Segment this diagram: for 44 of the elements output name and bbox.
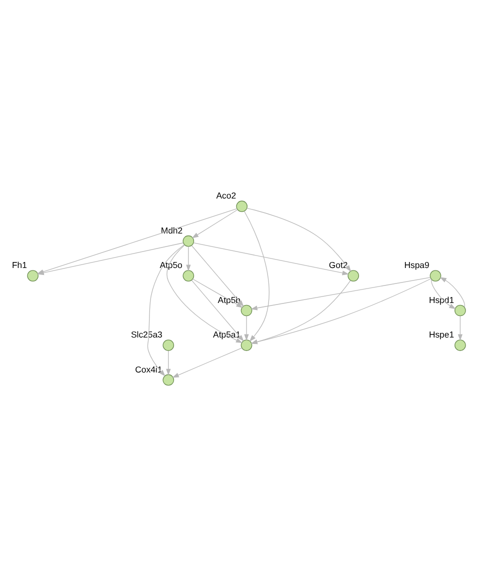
node-circle <box>27 270 38 281</box>
arrow <box>186 246 191 271</box>
node-circle <box>348 270 360 281</box>
node-label: Fh1 <box>12 260 27 270</box>
arrow <box>246 207 352 272</box>
arrow <box>250 278 432 344</box>
arrow <box>440 276 466 308</box>
node-circle <box>240 339 252 350</box>
node-label: Atp5b <box>218 294 240 304</box>
arrow <box>172 347 242 378</box>
node-label: Cox4i1 <box>135 364 162 374</box>
arrow <box>250 276 431 310</box>
node-circle <box>240 304 252 316</box>
node-label: Atp5a1 <box>213 329 241 340</box>
node-label: Hspe1 <box>428 329 454 340</box>
node-label: Aco2 <box>216 190 236 200</box>
node-label: Got2 <box>328 260 348 270</box>
node-circle <box>162 339 174 350</box>
node-circle <box>182 234 194 246</box>
node-circle <box>182 270 194 281</box>
node-label: Mdh2 <box>160 224 183 235</box>
node-label: Atp5o <box>160 260 182 270</box>
node-label: Hspa9 <box>404 260 430 270</box>
arrow <box>192 278 243 308</box>
arrow <box>244 315 249 340</box>
arrow <box>36 208 238 274</box>
arrow <box>244 210 270 342</box>
arrow <box>191 280 244 342</box>
node-circle <box>162 374 174 386</box>
arrow <box>166 350 171 376</box>
arrow <box>431 278 456 309</box>
node-label: Hspd1 <box>428 294 454 304</box>
arrow <box>192 208 238 238</box>
arrow <box>147 244 185 376</box>
arrow <box>191 244 244 306</box>
arrow <box>166 244 243 343</box>
node-circle <box>430 270 442 281</box>
arrow <box>193 242 349 275</box>
arrow <box>250 280 351 344</box>
node-circle <box>236 200 248 212</box>
node-label: Slc25a3 <box>131 329 162 340</box>
node-circle <box>454 304 466 316</box>
arrow <box>458 315 463 340</box>
node-circle <box>454 339 466 350</box>
